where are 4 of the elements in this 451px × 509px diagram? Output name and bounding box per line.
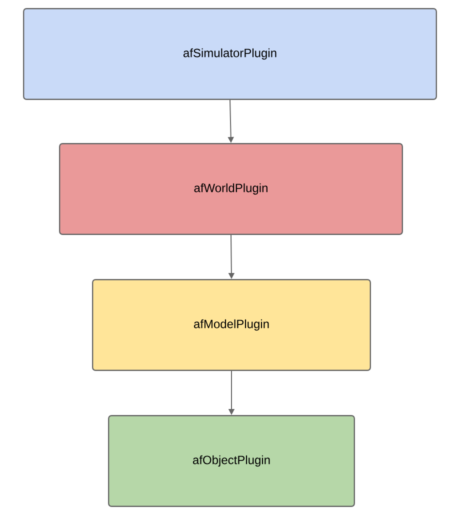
process-box: afSimulatorPlugin xyxy=(23,8,437,100)
process-box: afModelPlugin xyxy=(92,279,371,371)
process-box: afWorldPlugin xyxy=(59,143,403,235)
process-box: afObjectPlugin xyxy=(108,415,355,507)
